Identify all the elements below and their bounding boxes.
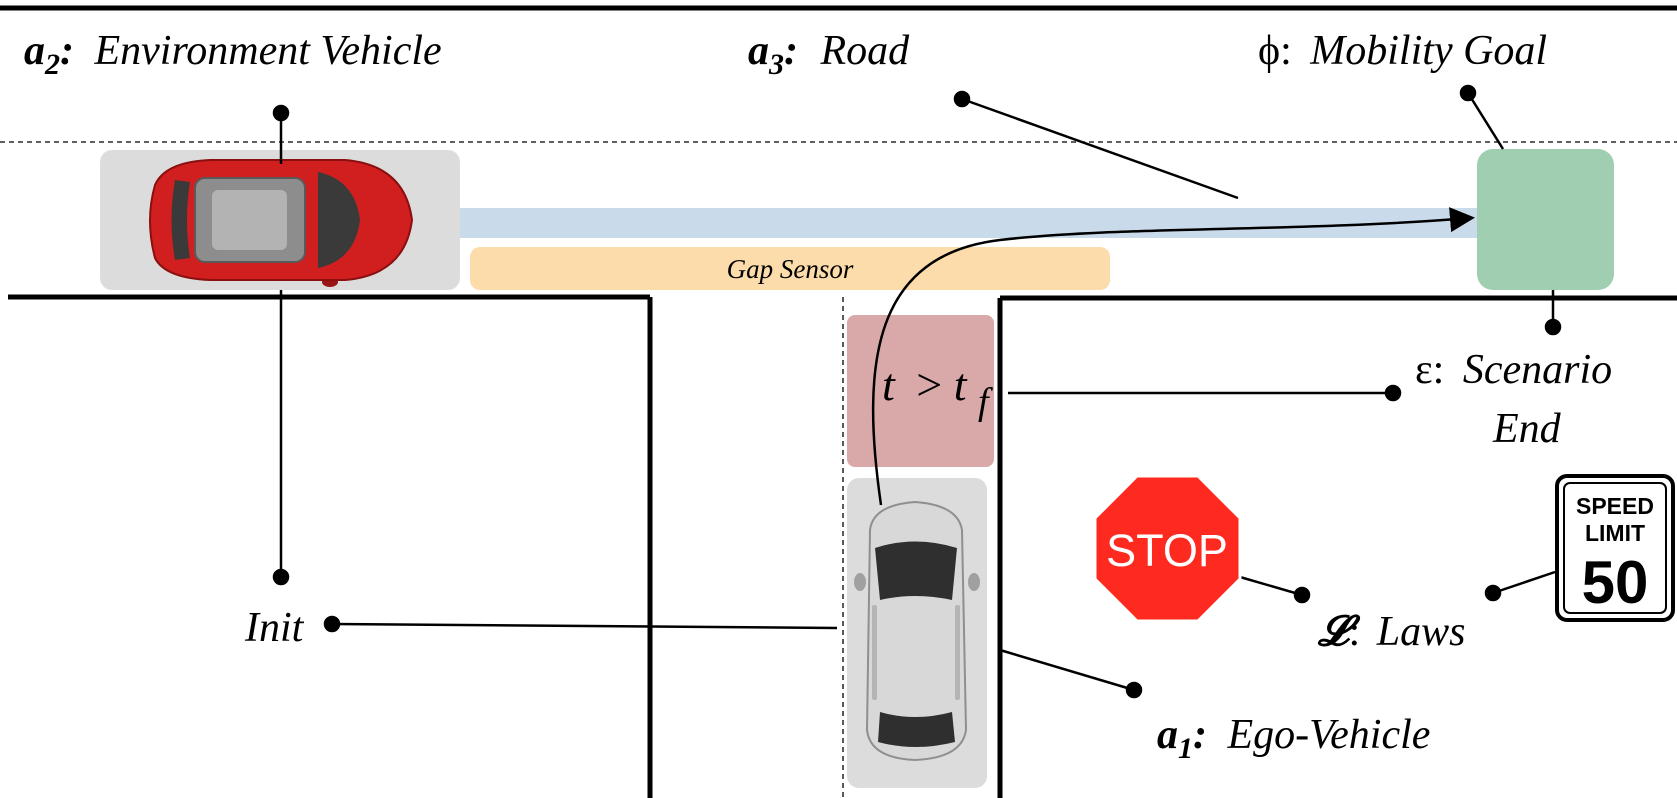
ego-vehicle-label: a1: Ego-Vehicle [1157,712,1430,765]
laws-label: 𝓛: Laws [1317,609,1465,655]
road-geometry [0,5,1677,798]
mobility-goal-label: ϕ: Mobility Goal [1258,28,1547,74]
ego-trajectory-curve [871,207,1475,506]
road-label: a3: Road [748,28,910,81]
speed-limit-sign: SPEED LIMIT 50 [1555,474,1675,622]
scenario-end-label-line2: End [1492,406,1562,452]
speed-limit-line1: SPEED [1576,493,1654,519]
mobility-goal-zone [1477,149,1614,290]
ego-vehicle [847,478,987,788]
end-condition-label: t > t f [882,359,993,423]
gap-sensor-label: Gap Sensor [727,254,854,284]
environment-vehicle [100,150,460,290]
leader-lines [272,84,1562,699]
gap-sensor-zone [470,247,1110,290]
init-label: Init [244,605,305,651]
stop-sign: STOP [1093,474,1242,623]
speed-limit-line2: LIMIT [1585,520,1645,546]
env-vehicle-label: a2: Environment Vehicle [24,28,442,81]
scenario-end-label-line1: ε: Scenario [1415,347,1612,393]
stop-sign-text: STOP [1106,525,1228,576]
speed-limit-value: 50 [1582,549,1649,616]
end-condition-box [847,315,994,467]
trajectory-band [410,208,1480,238]
